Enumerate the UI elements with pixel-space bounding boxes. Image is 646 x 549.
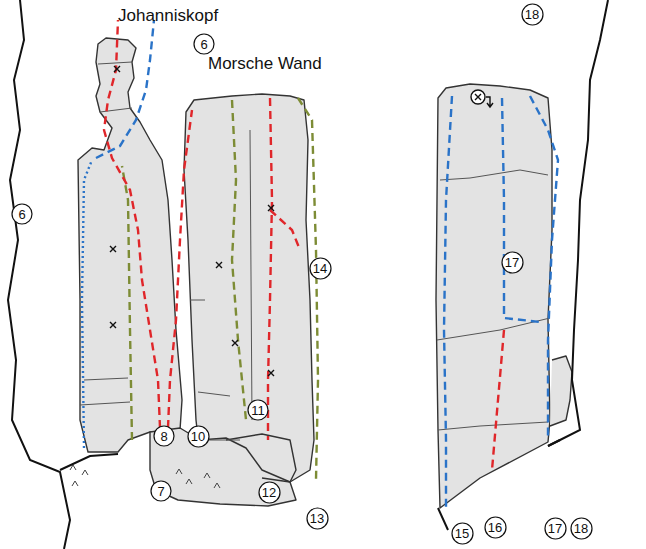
callout-number: 14 xyxy=(313,262,327,275)
circle-shape xyxy=(522,4,543,25)
circle-shape xyxy=(259,482,280,503)
callout-circle: 8 xyxy=(153,425,175,447)
circle-shape xyxy=(485,517,506,538)
callout-number: 15 xyxy=(455,527,469,540)
callout-number: 18 xyxy=(525,8,539,21)
callout-circle: 7 xyxy=(150,480,172,502)
circle-shape xyxy=(307,508,328,529)
callout-number: 6 xyxy=(200,38,207,51)
callout-circle: 13 xyxy=(306,507,329,530)
callout-number: 7 xyxy=(157,485,164,498)
formation-name: Johanniskopf xyxy=(118,6,218,26)
bolt-marks xyxy=(110,66,493,376)
callout-number: 13 xyxy=(310,512,324,525)
circle-shape xyxy=(188,426,209,447)
callout-circle: 18 xyxy=(521,3,544,26)
circle-shape xyxy=(571,518,592,539)
circle-shape xyxy=(248,400,268,420)
callout-circle: 17 xyxy=(544,517,567,540)
callout-circle: 6 xyxy=(11,203,33,225)
callout-circle: 10 xyxy=(187,425,210,448)
circle-shape xyxy=(310,258,331,279)
circle-shape xyxy=(502,252,523,273)
rock-wall-edge xyxy=(8,0,608,549)
callout-number: 6 xyxy=(18,208,25,221)
grass xyxy=(70,465,220,488)
callout-circle: 6 xyxy=(193,33,215,55)
circle-shape xyxy=(194,34,214,54)
callout-number: 17 xyxy=(505,256,519,269)
callout-number: 11 xyxy=(251,404,265,417)
circle-shape xyxy=(12,204,32,224)
callout-circle: 16 xyxy=(484,516,507,539)
callout-circle: 14 xyxy=(309,257,332,280)
callout-circle: 17 xyxy=(501,251,524,274)
callout-circle: 11 xyxy=(247,399,269,421)
circle-shape xyxy=(545,518,566,539)
climbing-routes xyxy=(82,20,558,508)
callout-number: 18 xyxy=(574,522,588,535)
rock xyxy=(78,38,572,508)
callout-circle: 18 xyxy=(570,517,593,540)
callout-number: 12 xyxy=(262,486,276,499)
callout-number: 16 xyxy=(488,521,502,534)
callout-circle: 12 xyxy=(258,481,281,504)
callout-number: 10 xyxy=(191,430,205,443)
formation-name: Morsche Wand xyxy=(208,54,322,74)
circle-shape xyxy=(452,523,473,544)
callout-number: 8 xyxy=(160,430,167,443)
circle-shape xyxy=(154,426,174,446)
circle-shape xyxy=(151,481,171,501)
callout-number: 17 xyxy=(548,522,562,535)
callout-circle: 15 xyxy=(451,522,474,545)
